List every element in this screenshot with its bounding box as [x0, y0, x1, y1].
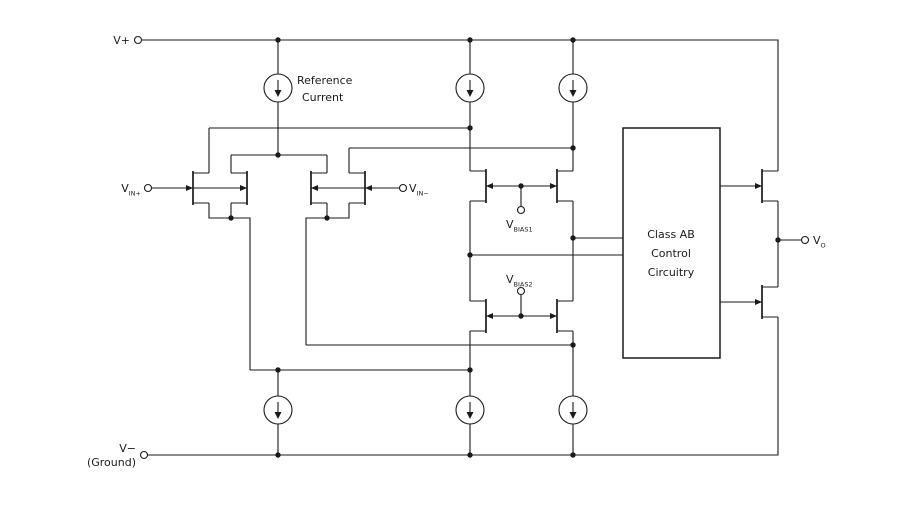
- terminal-v-plus: [133, 35, 143, 45]
- ground-label: (Ground): [87, 456, 136, 469]
- left-pair-bottom-wires: [208, 203, 251, 370]
- top-cs-lower-stubs: [277, 102, 574, 171]
- current-sources: [263, 73, 588, 425]
- reference-current-label-2: Current: [302, 91, 344, 104]
- top-cs-upper-stubs: [277, 40, 574, 74]
- output-node-wires: [777, 201, 801, 287]
- gate-arrow-icon: [550, 183, 557, 189]
- class-ab-box-label-1: Class AB: [647, 228, 695, 241]
- class-ab-box-label-3: Circuitry: [648, 266, 695, 279]
- vin-plus-label: VIN+: [121, 182, 141, 198]
- bottom-cs-lower-stubs: [277, 424, 574, 455]
- gate-arrow-icon: [240, 185, 247, 191]
- power-rails: [141, 39, 779, 456]
- box-output-gate-wires: [720, 185, 762, 303]
- terminal-vbias1: [516, 205, 526, 215]
- gate-arrow-icon: [486, 183, 493, 189]
- current-source-top-2: [455, 73, 485, 103]
- v-minus-label: V−: [119, 442, 136, 455]
- pair-top-leads: [208, 128, 350, 173]
- terminal-vin-minus: [398, 183, 408, 193]
- gate-arrow-icon: [186, 185, 193, 191]
- current-source-top-3: [558, 73, 588, 103]
- current-source-bottom-3: [558, 395, 588, 425]
- gate-arrow-icon: [486, 313, 493, 319]
- bottom-cs-upper-stubs: [277, 345, 574, 396]
- transistor-cascode-top-right: [556, 168, 574, 204]
- vbias2-wires: [486, 294, 557, 317]
- gate-arrow-icon: [365, 185, 372, 191]
- gate-arrow-icon: [755, 299, 762, 305]
- right-pair-bottom-wires: [305, 203, 350, 345]
- terminal-vin-plus: [143, 183, 153, 193]
- transistor-cascode-bottom-right: [556, 298, 574, 334]
- v-plus-label: V+: [113, 34, 130, 47]
- output-stage-wires: [720, 185, 801, 303]
- vin-minus-label: VIN−: [409, 182, 429, 198]
- gate-arrow-icon: [550, 313, 557, 319]
- current-source-bottom-1: [263, 395, 293, 425]
- bottom-rail: [147, 317, 779, 456]
- transistor-output-bottom: [761, 284, 779, 320]
- terminal-vo: [800, 235, 810, 245]
- class-ab-box-label-2: Control: [651, 247, 691, 260]
- terminal-v-minus: [139, 450, 149, 460]
- vo-label: VO: [813, 234, 826, 250]
- terminal-vbias2: [516, 286, 526, 296]
- class-ab-box: [622, 127, 721, 359]
- current-source-bottom-2: [455, 395, 485, 425]
- cascode-verticals: [469, 201, 574, 370]
- vbias1-wires: [486, 185, 557, 207]
- cascode-stage-wires: [469, 185, 623, 370]
- vbias1-label: VBIAS1: [506, 218, 533, 234]
- reference-current-label-1: Reference: [297, 74, 353, 87]
- input-stage-wires: [151, 127, 573, 371]
- gate-arrow-icon: [311, 185, 318, 191]
- transistor-cascode-top-left: [469, 168, 487, 204]
- transistor-cascode-bottom-left: [469, 298, 487, 334]
- gate-arrow-icon: [755, 183, 762, 189]
- current-source-reference: [263, 73, 293, 103]
- transistor-output-top: [761, 168, 779, 204]
- box-input-wires: [470, 237, 623, 256]
- vbias2-label: VBIAS2: [506, 273, 533, 289]
- top-rail: [141, 39, 779, 171]
